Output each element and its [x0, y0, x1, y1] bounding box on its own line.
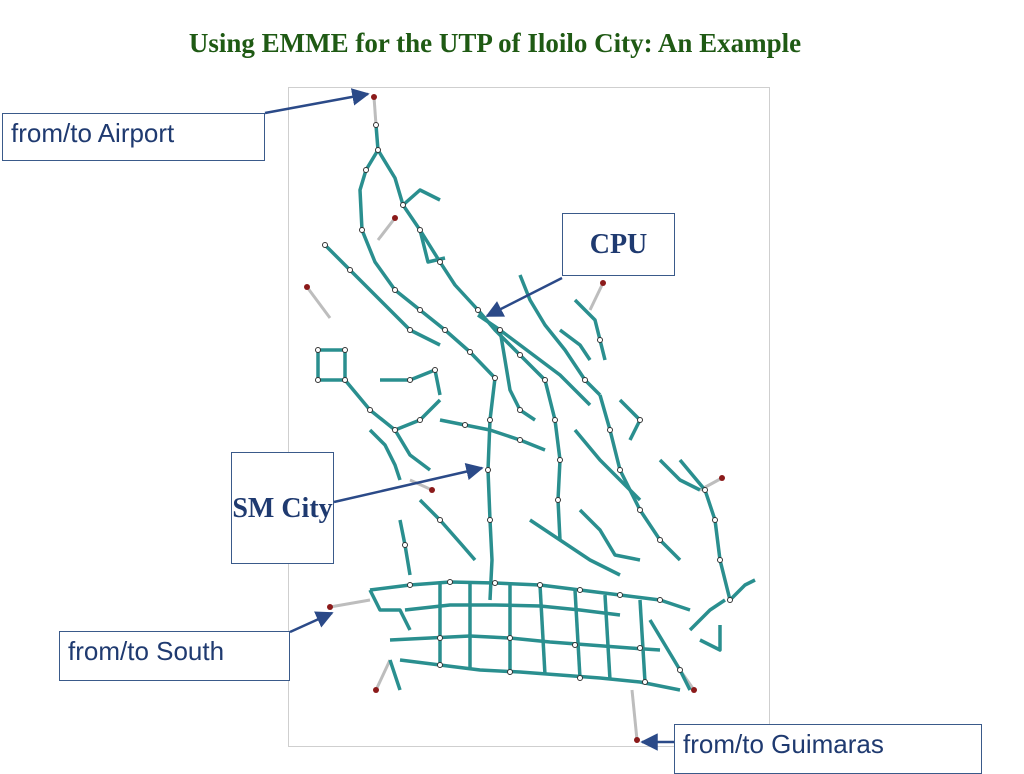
- callout-airport: from/to Airport: [2, 113, 265, 161]
- sm-city-arrow: [333, 462, 484, 504]
- slide-title: Using EMME for the UTP of Iloilo City: A…: [188, 28, 802, 58]
- south-arrow: [289, 611, 334, 634]
- callout-guimaras: from/to Guimaras: [674, 724, 982, 774]
- network-nodes: [315, 122, 733, 685]
- callout-sm-city: SM City: [231, 452, 334, 564]
- callout-cpu: CPU: [562, 213, 675, 276]
- centroid-connectors: [305, 96, 723, 741]
- cpu-arrow: [485, 276, 563, 318]
- callout-arrows: [264, 88, 674, 751]
- airport-arrow: [264, 88, 370, 115]
- network-map-frame: [288, 87, 770, 747]
- callout-south: from/to South: [59, 631, 290, 681]
- zone-centroids: [304, 94, 725, 743]
- road-links: [316, 124, 756, 692]
